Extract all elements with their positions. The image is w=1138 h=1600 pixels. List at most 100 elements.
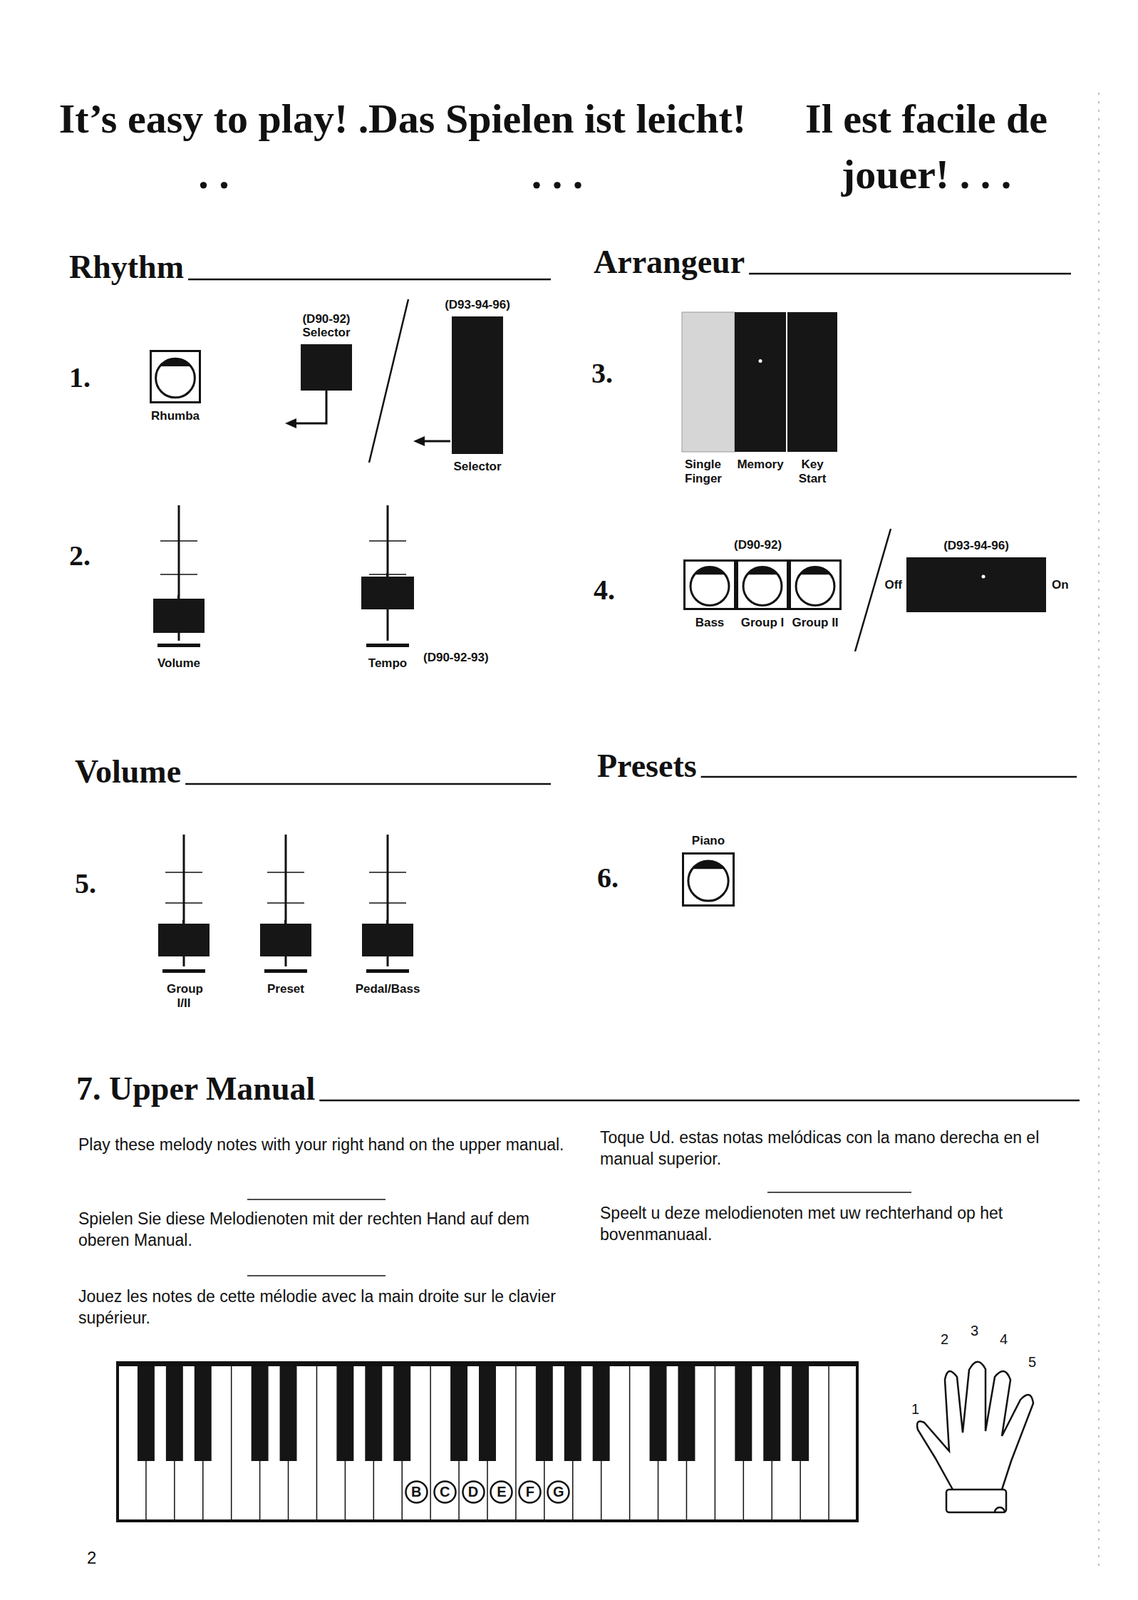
note-letter: C bbox=[439, 1483, 450, 1500]
white-key-edge bbox=[230, 1362, 233, 1521]
slider-tick bbox=[160, 540, 198, 542]
heading-rule bbox=[319, 1099, 1080, 1102]
black-key bbox=[592, 1362, 610, 1461]
slider-knob bbox=[361, 576, 415, 610]
label-group: Volume bbox=[157, 656, 201, 671]
page-title: Das Spielen ist leicht! . . . bbox=[364, 91, 750, 204]
slider-knob bbox=[260, 923, 312, 957]
slider-tick bbox=[160, 573, 198, 576]
button-ring bbox=[156, 358, 196, 398]
selector-button: (D90-92)Selector bbox=[300, 344, 353, 391]
control-graphic bbox=[736, 559, 789, 610]
label-group: B bbox=[404, 1480, 429, 1504]
black-key bbox=[137, 1362, 155, 1461]
section-heading: Rhythm bbox=[69, 249, 184, 286]
divider-slash bbox=[369, 299, 409, 463]
label-group: E bbox=[489, 1480, 514, 1504]
control-label: Piano bbox=[691, 833, 725, 848]
control-label: Off bbox=[884, 577, 903, 593]
arranger-button: Bass bbox=[683, 559, 737, 610]
note-letter: F bbox=[525, 1483, 535, 1500]
indicator-dot bbox=[981, 574, 986, 578]
finger-number: 1 bbox=[911, 1400, 920, 1418]
slider-tick bbox=[267, 902, 305, 904]
label-group: (D93-94-96) bbox=[943, 538, 1010, 553]
label-group: Tempo bbox=[368, 656, 407, 671]
black-key bbox=[763, 1362, 781, 1461]
black-key bbox=[734, 1362, 752, 1461]
heading-rule bbox=[185, 783, 551, 786]
rhythm-button: Rhumba bbox=[149, 349, 201, 404]
black-key bbox=[194, 1362, 212, 1461]
button-ring bbox=[795, 567, 835, 606]
note-circle: E bbox=[489, 1480, 514, 1504]
control-graphic bbox=[300, 344, 353, 391]
label-group: G bbox=[546, 1480, 571, 1504]
slider-knob bbox=[361, 923, 414, 957]
label-group: Memory bbox=[736, 457, 784, 472]
slider-stem bbox=[386, 572, 388, 577]
white-key-edge bbox=[828, 1362, 830, 1521]
dark-panel bbox=[787, 312, 838, 452]
selector-bar: (D93-94-96)Selector bbox=[451, 316, 504, 454]
control-label: Volume bbox=[157, 656, 201, 671]
wrist-cuff bbox=[946, 1489, 1007, 1513]
cuff-button bbox=[994, 1507, 1005, 1513]
control-label: Selector bbox=[453, 459, 501, 474]
white-key-edge bbox=[629, 1362, 631, 1521]
arranger-button: Group II bbox=[788, 559, 842, 610]
black-key bbox=[677, 1362, 695, 1461]
control-label: (D93-94-96) bbox=[444, 297, 511, 313]
slider-base bbox=[264, 969, 308, 973]
slider-knob bbox=[158, 923, 210, 957]
control-graphic bbox=[149, 349, 201, 404]
label-group: Bass bbox=[695, 615, 725, 630]
arranger-tab: Key Start bbox=[787, 312, 838, 452]
slider-stem bbox=[177, 595, 179, 599]
tempo-slider: Tempo bbox=[361, 505, 415, 648]
button-frame bbox=[790, 560, 841, 610]
black-key bbox=[535, 1362, 553, 1461]
arrow-head bbox=[285, 418, 297, 429]
button-frame bbox=[151, 351, 201, 403]
pointer-arrow bbox=[421, 440, 451, 443]
control-label: Rhumba bbox=[151, 409, 200, 424]
keyboard-frame bbox=[117, 1362, 858, 1521]
white-key-edge bbox=[429, 1362, 432, 1521]
control-graphic bbox=[788, 559, 842, 610]
black-key bbox=[251, 1362, 269, 1461]
label-group: (D90-92)Selector bbox=[302, 312, 350, 340]
heading-rule bbox=[748, 272, 1072, 276]
finger-number: 4 bbox=[999, 1331, 1008, 1348]
slider-tick bbox=[165, 871, 203, 873]
label-group: F bbox=[518, 1480, 542, 1504]
slider-tick bbox=[369, 540, 407, 542]
slider-tick bbox=[267, 871, 305, 873]
note-ring bbox=[462, 1480, 484, 1503]
page-number: 2 bbox=[86, 1547, 97, 1568]
keyboard-top bbox=[117, 1361, 858, 1367]
note-letter: E bbox=[496, 1483, 506, 1500]
button-ring bbox=[690, 567, 729, 606]
note-ring bbox=[433, 1480, 456, 1503]
note-letter: G bbox=[552, 1483, 565, 1500]
button-ring bbox=[688, 860, 729, 901]
label-group: Group I bbox=[741, 615, 784, 630]
white-key-edge bbox=[714, 1362, 717, 1521]
step-number: 3. bbox=[591, 357, 613, 390]
control-graphic bbox=[681, 312, 735, 452]
hand-outline bbox=[917, 1361, 1034, 1490]
control-graphic bbox=[260, 834, 312, 974]
black-key bbox=[478, 1362, 496, 1461]
finger-number: 3 bbox=[970, 1322, 979, 1339]
label-group: Group I/II bbox=[166, 981, 201, 1010]
pointer-arrow bbox=[292, 390, 327, 424]
preset-button: Piano bbox=[681, 852, 735, 907]
separator bbox=[247, 1274, 386, 1277]
step-number: 5. bbox=[74, 867, 97, 900]
dark-panel bbox=[300, 344, 353, 391]
section-heading: Presets bbox=[597, 748, 697, 785]
slider-base bbox=[162, 969, 206, 973]
control-graphic bbox=[361, 505, 415, 648]
